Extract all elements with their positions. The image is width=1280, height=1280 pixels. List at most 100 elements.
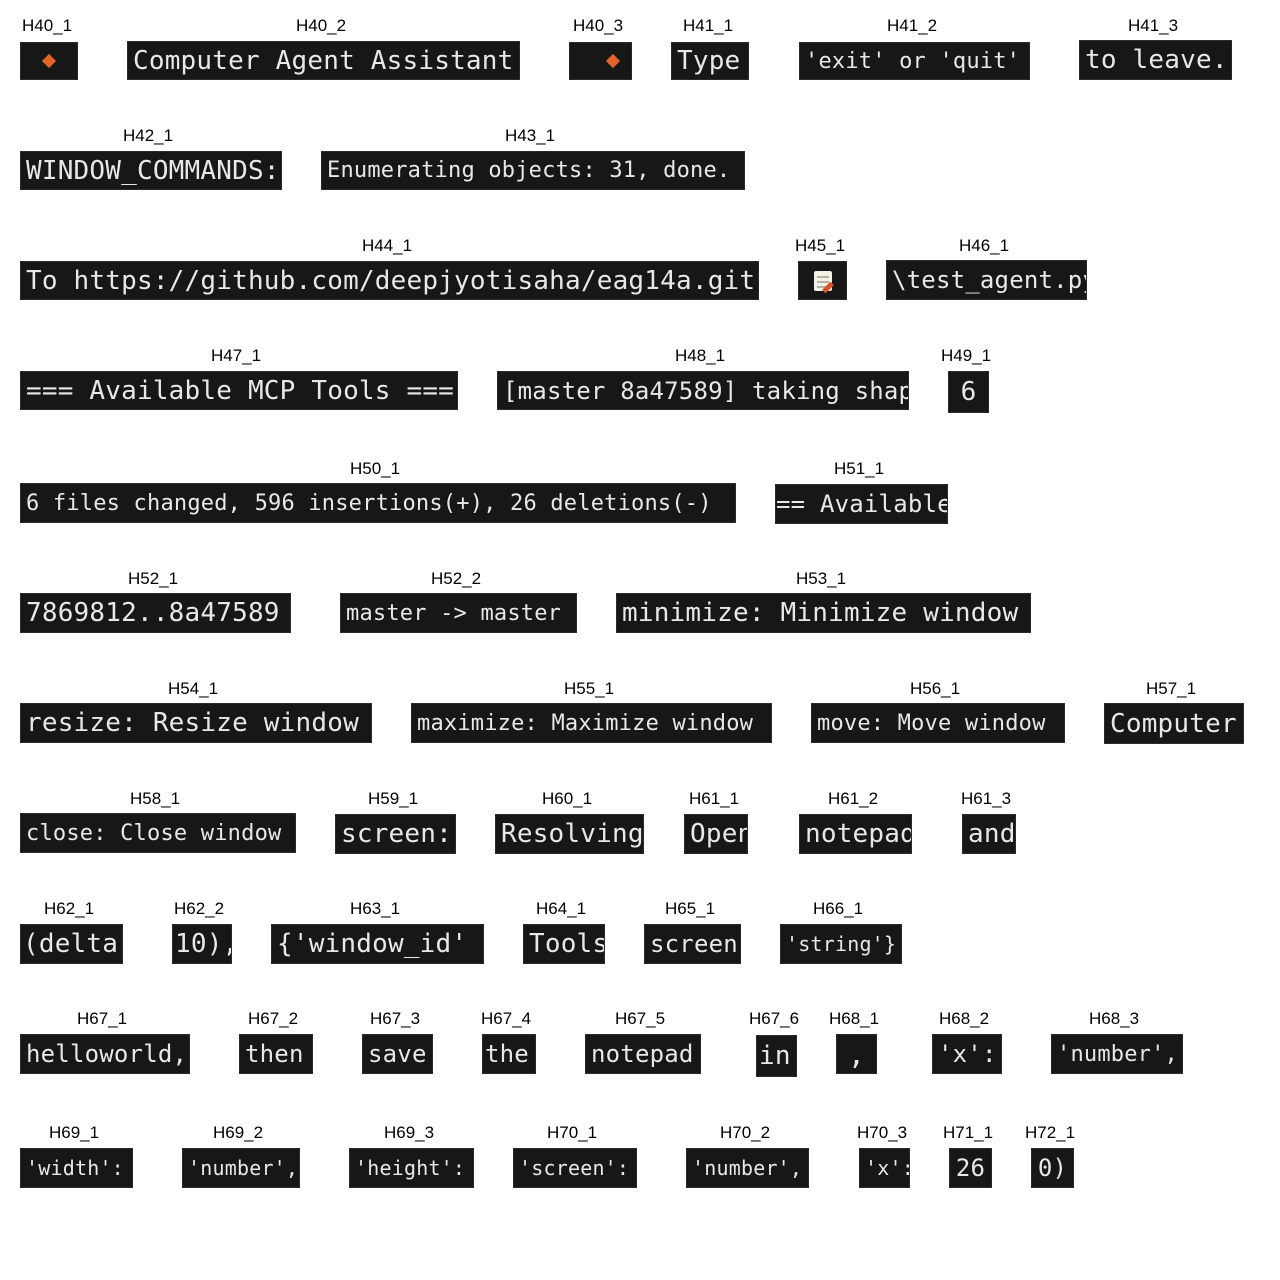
label-h68-2: H68_2 xyxy=(939,1009,990,1028)
crop-h50-1: 6 files changed, 596 insertions(+), 26 d… xyxy=(20,483,736,523)
crop-h48-1: [master 8a47589] taking shape xyxy=(497,371,909,410)
crop-h58-1: close: Close window xyxy=(20,813,296,853)
crop-h67-4: the xyxy=(482,1034,536,1074)
label-h69-2: H69_2 xyxy=(213,1123,264,1142)
label-h41-3: H41_3 xyxy=(1128,16,1179,35)
crop-h41-2: 'exit' or 'quit' xyxy=(799,42,1030,80)
memo-icon xyxy=(813,270,832,291)
label-h72-1: H72_1 xyxy=(1025,1123,1076,1142)
crop-h70-2: 'number', xyxy=(686,1148,809,1188)
label-h61-1: H61_1 xyxy=(689,789,740,808)
crop-h67-5: notepad xyxy=(585,1034,701,1074)
crop-h47-1: === Available MCP Tools === xyxy=(20,371,458,410)
crop-h67-2: then xyxy=(239,1034,313,1074)
label-h68-1: H68_1 xyxy=(829,1009,880,1028)
label-h63-1: H63_1 xyxy=(350,899,401,918)
label-h47-1: H47_1 xyxy=(211,346,262,365)
crop-h49-1: 6 xyxy=(948,371,989,413)
label-h67-4: H67_4 xyxy=(481,1009,532,1028)
label-h44-1: H44_1 xyxy=(362,236,413,255)
label-h57-1: H57_1 xyxy=(1146,679,1197,698)
crop-h61-1: Open xyxy=(684,814,748,854)
crop-h62-2: 10), xyxy=(172,924,232,964)
label-h61-2: H61_2 xyxy=(828,789,879,808)
label-h67-1: H67_1 xyxy=(77,1009,128,1028)
crop-h55-1: maximize: Maximize window xyxy=(411,703,772,743)
crop-h56-1: move: Move window xyxy=(811,703,1065,743)
crop-h60-1: Resolving xyxy=(495,814,644,854)
crop-h67-6: in xyxy=(756,1035,797,1077)
crop-h40-1 xyxy=(20,42,78,80)
label-h40-3: H40_3 xyxy=(573,16,624,35)
label-h68-3: H68_3 xyxy=(1089,1009,1140,1028)
label-h48-1: H48_1 xyxy=(675,346,726,365)
label-h65-1: H65_1 xyxy=(665,899,716,918)
label-h67-2: H67_2 xyxy=(248,1009,299,1028)
crop-h54-1: resize: Resize window xyxy=(20,703,372,743)
crop-h57-1: Computer xyxy=(1104,703,1244,744)
orange-diamond-icon xyxy=(605,53,620,69)
crop-h65-1: screen xyxy=(644,924,741,964)
label-h54-1: H54_1 xyxy=(168,679,219,698)
label-h62-2: H62_2 xyxy=(174,899,225,918)
label-h45-1: H45_1 xyxy=(795,236,846,255)
crop-h40-3 xyxy=(569,42,632,80)
crop-h61-3: and xyxy=(962,814,1016,854)
label-h58-1: H58_1 xyxy=(130,789,181,808)
crop-h52-1: 7869812..8a47589 xyxy=(20,593,291,633)
label-h67-5: H67_5 xyxy=(615,1009,666,1028)
crop-h68-1: , xyxy=(836,1034,877,1074)
crop-h40-2: Computer Agent Assistant xyxy=(127,41,520,80)
crop-h41-3: to leave. xyxy=(1079,40,1232,80)
crop-h68-3: 'number', xyxy=(1051,1034,1183,1074)
label-h46-1: H46_1 xyxy=(959,236,1010,255)
crop-h46-1: \test_agent.py xyxy=(886,260,1087,300)
label-h62-1: H62_1 xyxy=(44,899,95,918)
crop-h66-1: 'string'} xyxy=(780,924,902,964)
crop-h70-1: 'screen': xyxy=(513,1148,637,1188)
label-h40-2: H40_2 xyxy=(296,16,347,35)
label-h59-1: H59_1 xyxy=(368,789,419,808)
label-h67-6: H67_6 xyxy=(749,1009,800,1028)
crop-h59-1: screen: xyxy=(335,814,456,854)
label-h50-1: H50_1 xyxy=(350,459,401,478)
crop-h45-1 xyxy=(798,261,847,300)
label-h49-1: H49_1 xyxy=(941,346,992,365)
crop-h69-1: 'width': xyxy=(20,1148,133,1188)
crop-h41-1: Type xyxy=(671,42,749,80)
crop-h68-2: 'x': xyxy=(932,1034,1002,1074)
crop-h67-3: save xyxy=(362,1034,433,1074)
label-h64-1: H64_1 xyxy=(536,899,587,918)
label-h61-3: H61_3 xyxy=(961,789,1012,808)
label-h42-1: H42_1 xyxy=(123,126,174,145)
label-h70-3: H70_3 xyxy=(857,1123,908,1142)
label-h69-3: H69_3 xyxy=(384,1123,435,1142)
crop-h63-1: {'window_id' xyxy=(271,924,484,964)
label-h56-1: H56_1 xyxy=(910,679,961,698)
label-h40-1: H40_1 xyxy=(22,16,73,35)
label-h71-1: H71_1 xyxy=(943,1123,994,1142)
crop-h70-3: 'x': xyxy=(859,1148,910,1188)
label-h70-1: H70_1 xyxy=(547,1123,598,1142)
crop-h69-2: 'number', xyxy=(182,1148,300,1188)
crop-h69-3: 'height': xyxy=(349,1148,474,1188)
crop-h64-1: Tools xyxy=(523,924,605,964)
label-h66-1: H66_1 xyxy=(813,899,864,918)
label-h52-2: H52_2 xyxy=(431,569,482,588)
crop-h53-1: minimize: Minimize window xyxy=(616,593,1031,633)
orange-diamond-icon xyxy=(41,53,57,69)
crop-h67-1: helloworld, xyxy=(20,1034,190,1074)
label-h41-2: H41_2 xyxy=(887,16,938,35)
crop-h42-1: WINDOW_COMMANDS: xyxy=(20,151,282,190)
label-h52-1: H52_1 xyxy=(128,569,179,588)
label-h69-1: H69_1 xyxy=(49,1123,100,1142)
label-h55-1: H55_1 xyxy=(564,679,615,698)
crop-h44-1: To https://github.com/deepjyotisaha/eag1… xyxy=(20,261,759,300)
label-h70-2: H70_2 xyxy=(720,1123,771,1142)
crop-h52-2: master -> master xyxy=(340,593,577,633)
crop-h61-2: notepad xyxy=(799,814,912,854)
crop-h62-1: (delta xyxy=(20,924,123,964)
crop-h72-1: 0) xyxy=(1031,1148,1074,1188)
label-h51-1: H51_1 xyxy=(834,459,885,478)
label-h43-1: H43_1 xyxy=(505,126,556,145)
